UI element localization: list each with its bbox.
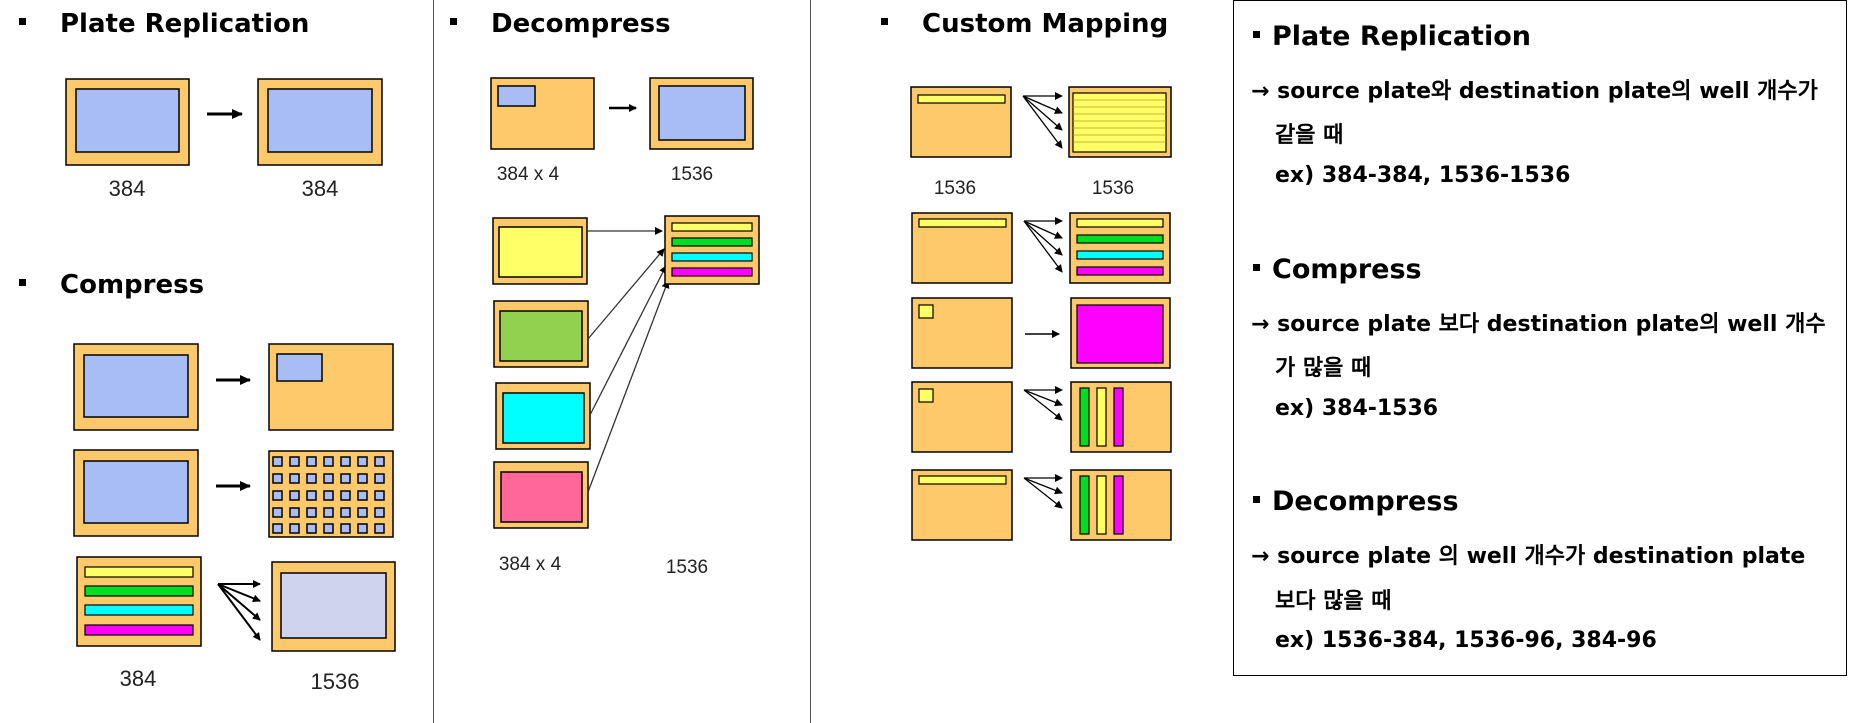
green-well-band xyxy=(1076,234,1164,244)
plate-label: 1536 xyxy=(934,178,976,199)
source-well-area xyxy=(83,460,189,524)
magenta-well-band xyxy=(671,267,753,277)
plate-label: 384 x 4 xyxy=(497,164,560,185)
destination-well-area xyxy=(280,572,387,639)
row-lines xyxy=(1073,99,1166,143)
plate-label: 384 xyxy=(120,666,157,691)
bullet-icon xyxy=(450,18,457,25)
info-description-line: 같을 때 xyxy=(1275,123,1344,148)
plate-replication-diagram: 384 384 xyxy=(65,78,383,201)
quadrant-well-area xyxy=(497,85,536,107)
heading-decompress-text: Decompress xyxy=(491,9,671,39)
magenta-well-area xyxy=(1076,304,1164,364)
fan-arrows-icon xyxy=(1023,386,1063,421)
plate-label: 1536 xyxy=(311,669,360,694)
yellow-well-band xyxy=(1076,218,1164,228)
plate-label: 384 xyxy=(109,176,146,201)
yellow-well-row xyxy=(918,475,1007,485)
decompress-diagram: 384 x 4 1536 384 x 4 1536 xyxy=(490,77,760,578)
info-heading-decompress: Decompress xyxy=(1253,486,1459,517)
fan-arrows-icon xyxy=(1022,92,1063,149)
magenta-well-column xyxy=(1113,475,1124,535)
yellow-well-area xyxy=(498,226,583,278)
fan-arrows-icon xyxy=(1023,217,1063,273)
magenta-well-band xyxy=(84,624,194,636)
fan-arrows-icon xyxy=(217,580,261,641)
source-well-area xyxy=(75,88,180,153)
heading-compress-text: Compress xyxy=(60,270,205,300)
plate-label: 384 xyxy=(302,176,339,201)
green-well-area xyxy=(499,310,583,362)
heading-plate-replication: Plate Replication xyxy=(19,9,309,39)
info-heading-compress: Compress xyxy=(1253,254,1422,285)
bullet-icon xyxy=(19,18,26,25)
info-description-line: → source plate 보다 destination plate의 wel… xyxy=(1251,312,1826,337)
bullet-icon xyxy=(1253,31,1260,38)
plate-label: 384 x 4 xyxy=(499,554,562,575)
quadrant-well-area xyxy=(276,353,323,382)
info-heading-plate-replication: Plate Replication xyxy=(1253,21,1531,52)
heading-plate-replication-text: Plate Replication xyxy=(60,9,310,39)
magenta-well-band xyxy=(1076,266,1164,276)
green-well-band xyxy=(84,585,194,597)
column-divider-1 xyxy=(433,0,434,723)
compress-diagram: 384 1536 xyxy=(73,343,396,694)
info-description-line: 가 많을 때 xyxy=(1275,356,1372,381)
yellow-well-row xyxy=(917,94,1006,104)
heading-decompress: Decompress xyxy=(450,9,671,39)
info-description-line: → source plate와 destination plate의 well … xyxy=(1251,79,1818,104)
plate-label: 1536 xyxy=(1092,178,1134,199)
info-heading-decompress-text: Decompress xyxy=(1272,486,1459,517)
green-well-column xyxy=(1079,387,1090,447)
cyan-well-area xyxy=(502,392,585,444)
info-description-line: → source plate 의 well 개수가 destination pl… xyxy=(1251,544,1806,569)
plate-diagrams: 384 384 xyxy=(65,77,1172,694)
yellow-well-band xyxy=(84,566,194,578)
well-grid xyxy=(272,456,385,534)
info-heading-compress-text: Compress xyxy=(1272,254,1422,285)
info-example: ex) 384-1536 xyxy=(1275,396,1439,421)
destination-well-area xyxy=(658,85,746,141)
info-heading-plate-replication-text: Plate Replication xyxy=(1272,21,1531,52)
bullet-icon xyxy=(1253,264,1260,271)
column-divider-2 xyxy=(810,0,811,723)
cyan-well-band xyxy=(84,604,194,616)
green-well-column xyxy=(1079,475,1090,535)
green-well-band xyxy=(671,237,753,247)
info-box: Plate Replication → source plate와 destin… xyxy=(1233,0,1847,676)
bullet-icon xyxy=(1253,496,1260,503)
bullet-icon xyxy=(19,279,26,286)
bullet-icon xyxy=(881,18,888,25)
cyan-well-band xyxy=(1076,250,1164,260)
magenta-well-column xyxy=(1113,387,1124,447)
single-well xyxy=(918,304,934,319)
pink-well-area xyxy=(500,471,583,523)
single-well xyxy=(918,388,934,403)
heading-compress: Compress xyxy=(19,270,204,300)
plate-label: 1536 xyxy=(671,164,713,185)
cyan-well-band xyxy=(671,252,753,262)
yellow-well-area xyxy=(1072,92,1167,153)
info-description-line: 보다 많을 때 xyxy=(1275,589,1392,614)
heading-custom-mapping: Custom Mapping xyxy=(881,9,1168,39)
info-example: ex) 1536-384, 1536-96, 384-96 xyxy=(1275,628,1657,653)
converging-arrows-icon xyxy=(587,227,670,493)
yellow-well-column xyxy=(1096,387,1107,447)
custom-mapping-diagram: 1536 1536 xyxy=(910,86,1172,541)
info-example: ex) 384-384, 1536-1536 xyxy=(1275,163,1571,188)
heading-custom-mapping-text: Custom Mapping xyxy=(922,9,1169,39)
destination-well-area xyxy=(267,88,373,153)
source-well-area xyxy=(83,354,189,418)
plate-label: 1536 xyxy=(666,557,708,578)
yellow-well-column xyxy=(1096,475,1107,535)
yellow-well-band xyxy=(671,222,753,232)
yellow-well-row xyxy=(918,218,1007,228)
fan-arrows-icon xyxy=(1023,474,1063,509)
